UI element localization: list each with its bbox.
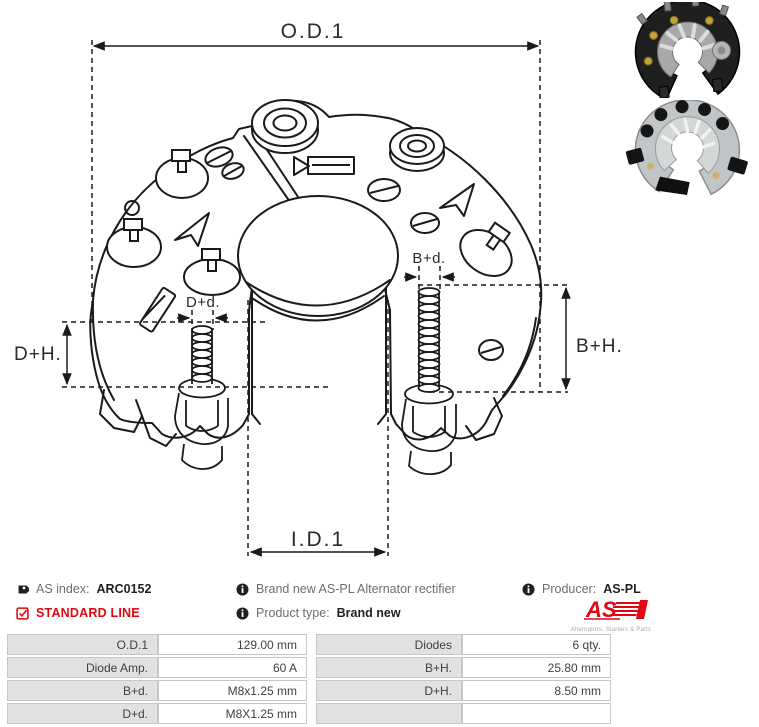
spec-value	[462, 703, 611, 724]
spec-value: M8x1.25 mm	[158, 680, 307, 701]
spec-label: Diodes	[316, 634, 462, 655]
dh-dimension-label: D+H.	[14, 344, 62, 365]
spacer	[307, 634, 316, 655]
spec-label	[316, 703, 462, 724]
product-photo-bottom[interactable]	[616, 100, 759, 196]
as-index-row: AS index: ARC0152	[16, 582, 151, 596]
technical-drawing: O.D.1 I.D.1 D+H. B+H. D+d. B+d.	[14, 20, 623, 557]
id1-dimension-label: I.D.1	[291, 528, 345, 551]
spec-label: B+H.	[316, 657, 462, 678]
description-row: Brand new AS-PL Alternator rectifier	[236, 582, 456, 596]
bd-dimension-label: B+d.	[412, 250, 445, 267]
spec-label: O.D.1	[7, 634, 158, 655]
info-icon	[522, 583, 535, 595]
spec-value: 6 qty.	[462, 634, 611, 655]
mount-boss-right	[389, 127, 445, 172]
as-index-value: ARC0152	[96, 582, 152, 596]
spec-value: M8X1.25 mm	[158, 703, 307, 724]
svg-text:AS: AS	[585, 598, 617, 621]
product-photos	[616, 2, 759, 196]
info-icon	[236, 607, 249, 619]
spec-value: 129.00 mm	[158, 634, 307, 655]
spacer	[307, 703, 316, 724]
rivet-ovals	[124, 146, 504, 361]
product-photo-top[interactable]	[616, 2, 759, 98]
product-type-row: Product type: Brand new	[236, 606, 401, 620]
logo-subtext: Alternators, Starters & Parts	[570, 627, 652, 633]
center-dome	[237, 195, 399, 322]
brand-logo[interactable]: AS Alternators, Starters & Parts	[553, 597, 669, 633]
mount-boss-left	[251, 99, 319, 154]
product-type-value: Brand new	[336, 606, 401, 620]
producer-label: Producer:	[542, 582, 597, 596]
tag-icon	[18, 585, 29, 593]
info-icon	[236, 583, 249, 595]
producer-row: Producer: AS-PL	[522, 582, 641, 596]
spec-label: D+H.	[316, 680, 462, 701]
marking-glyphs	[139, 156, 475, 333]
standard-line-row: STANDARD LINE	[16, 606, 140, 620]
producer-value: AS-PL	[603, 582, 641, 596]
spec-value: 8.50 mm	[462, 680, 611, 701]
spec-table: O.D.1 129.00 mm Diodes 6 qty. Diode Amp.…	[7, 634, 611, 724]
spec-label: D+d.	[7, 703, 158, 724]
as-index-label: AS index:	[36, 582, 90, 596]
spec-label: Diode Amp.	[7, 657, 158, 678]
checkbox-icon	[16, 606, 29, 620]
spacer	[307, 657, 316, 678]
spacer	[307, 680, 316, 701]
stud-d	[174, 325, 229, 470]
standard-line-label: STANDARD LINE	[36, 606, 140, 620]
dimension-lines	[62, 40, 571, 557]
bh-dimension-label: B+H.	[576, 336, 623, 357]
stud-b	[401, 287, 457, 476]
dd-dimension-label: D+d.	[186, 294, 220, 311]
spec-label: B+d.	[7, 680, 158, 701]
spec-value: 25.80 mm	[462, 657, 611, 678]
product-type-label: Product type:	[256, 606, 330, 620]
as-pl-logo-icon: AS	[584, 597, 648, 622]
description-text: Brand new AS-PL Alternator rectifier	[256, 582, 456, 596]
spec-value: 60 A	[158, 657, 307, 678]
diode-ovals	[106, 149, 513, 296]
od1-dimension-label: O.D.1	[281, 20, 346, 43]
